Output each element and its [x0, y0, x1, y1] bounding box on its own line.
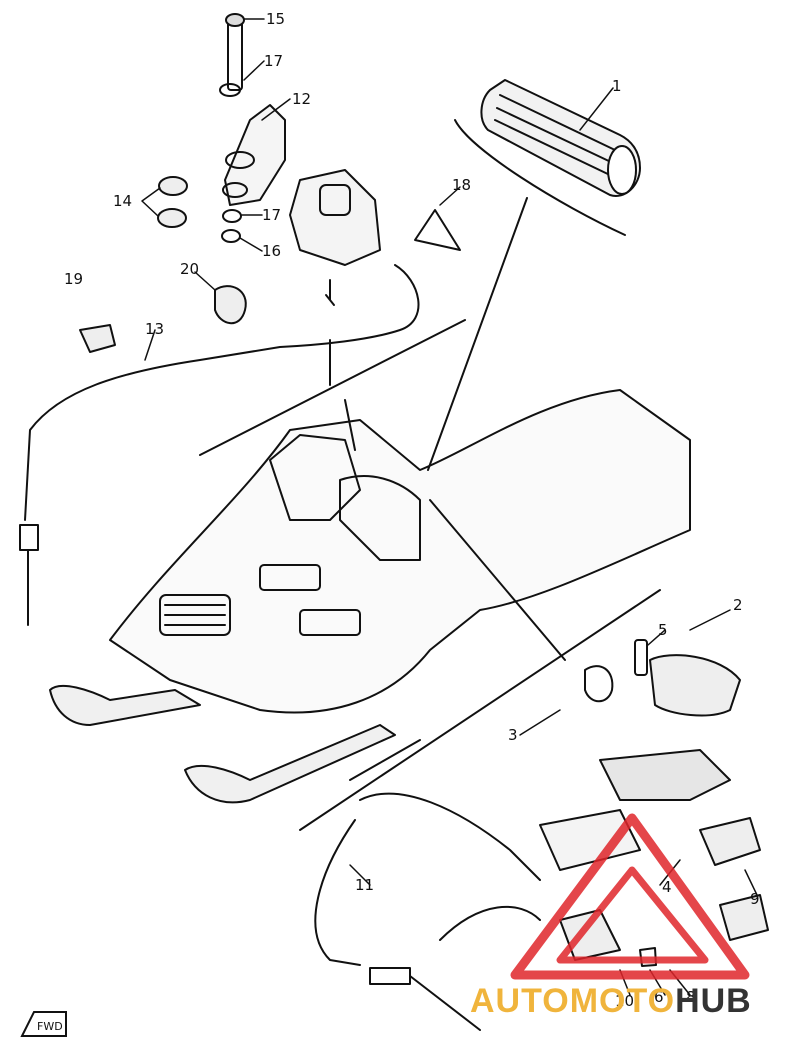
callout-5: 5 [658, 621, 668, 639]
divider-lines [199, 319, 661, 831]
callout-13: 13 [145, 320, 165, 338]
callout-6: 6 [654, 988, 664, 1006]
watermark-text-part2: HUB [675, 982, 752, 1020]
callout-3: 3 [508, 726, 518, 744]
callout-17-top: 17 [264, 52, 284, 70]
callout-14: 14 [113, 192, 133, 210]
callout-20: 20 [180, 260, 200, 278]
callout-10: 10 [615, 992, 635, 1010]
throttle-lever-icon [289, 169, 461, 306]
callout-18: 18 [452, 176, 472, 194]
callout-1: 1 [612, 77, 622, 95]
watermark-text: AUTOMOTOHUB [470, 982, 752, 1021]
callout-15: 15 [266, 10, 286, 28]
callout-2: 2 [733, 596, 743, 614]
leader-lines [141, 18, 758, 996]
clip-20-icon [214, 285, 247, 325]
watermark-logo-icon [510, 813, 750, 980]
cable-11-icon [314, 792, 541, 1031]
fwd-arrow-icon: FWD [20, 1006, 70, 1046]
callout-19: 19 [64, 270, 84, 288]
fwd-label: FWD [37, 1020, 63, 1033]
bracket-icon [157, 13, 286, 243]
watermark-text-part1: AUTOMOTO [470, 982, 676, 1020]
callout-8: 8 [686, 988, 696, 1006]
callout-11: 11 [355, 876, 375, 894]
grip-icon [454, 79, 641, 236]
callout-4: 4 [662, 878, 672, 896]
snowmobile-icon [49, 389, 691, 804]
callout-9: 9 [750, 890, 760, 908]
pointer-lines [344, 197, 566, 661]
clip-19-icon [79, 324, 116, 353]
cable-icon [19, 264, 420, 626]
callout-12: 12 [292, 90, 312, 108]
switch-icon [539, 639, 769, 967]
callout-17-bottom: 17 [262, 206, 282, 224]
callout-16: 16 [262, 242, 282, 260]
